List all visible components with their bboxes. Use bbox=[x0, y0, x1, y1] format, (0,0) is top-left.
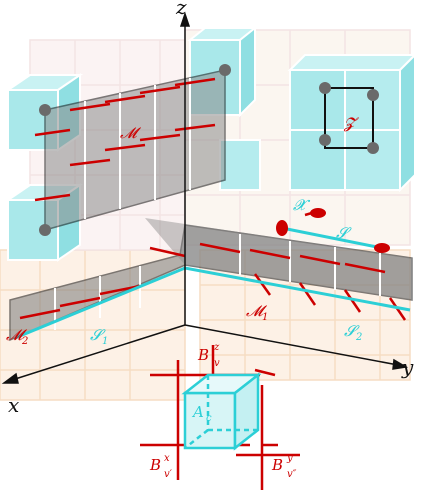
cube-detail bbox=[140, 345, 300, 490]
label-M2-sub: 2 bbox=[21, 336, 28, 347]
label-By-main: B bbox=[271, 456, 283, 474]
label-M: 𝓜 bbox=[120, 124, 142, 142]
label-S1-sub: 1 bbox=[102, 336, 108, 347]
x-axis-label: x bbox=[8, 393, 19, 417]
label-By-sub: v″ bbox=[287, 469, 297, 480]
label-Bx: B x v′ bbox=[149, 453, 173, 480]
label-M1: 𝓜 1 bbox=[246, 302, 268, 323]
label-Ac-main: A bbox=[191, 403, 204, 421]
X-S-string bbox=[276, 208, 390, 253]
Z-loop bbox=[319, 82, 379, 154]
y-axis bbox=[184, 324, 399, 366]
label-Bz-main: B bbox=[197, 346, 209, 364]
label-Bz-sup: z bbox=[213, 342, 220, 353]
x-axis bbox=[11, 324, 186, 381]
label-M2: 𝓜 2 bbox=[6, 326, 28, 347]
label-Ac: A c bbox=[191, 403, 212, 424]
axes bbox=[1, 11, 409, 384]
label-Ac-sub: c bbox=[206, 413, 212, 424]
membrane-M bbox=[34, 69, 226, 231]
label-Bz: B z v bbox=[197, 342, 220, 369]
label-Bx-main: B bbox=[149, 456, 161, 474]
y-axis-label: y bbox=[401, 355, 414, 379]
label-By-sup: y bbox=[286, 453, 293, 464]
M-corner-dots bbox=[39, 64, 231, 236]
label-Bx-sup: x bbox=[164, 453, 170, 464]
label-S2-sub: 2 bbox=[355, 332, 362, 343]
label-Bx-sub: v′ bbox=[164, 469, 173, 480]
label-By: B y v″ bbox=[271, 453, 297, 480]
label-Bz-sub: v bbox=[214, 358, 220, 369]
label-M1-main: 𝓜 bbox=[246, 302, 268, 320]
z-axis-label: z bbox=[175, 0, 187, 19]
label-M1-sub: 1 bbox=[262, 312, 268, 323]
label-M2-main: 𝓜 bbox=[6, 326, 28, 344]
membrane-strip bbox=[9, 218, 413, 342]
